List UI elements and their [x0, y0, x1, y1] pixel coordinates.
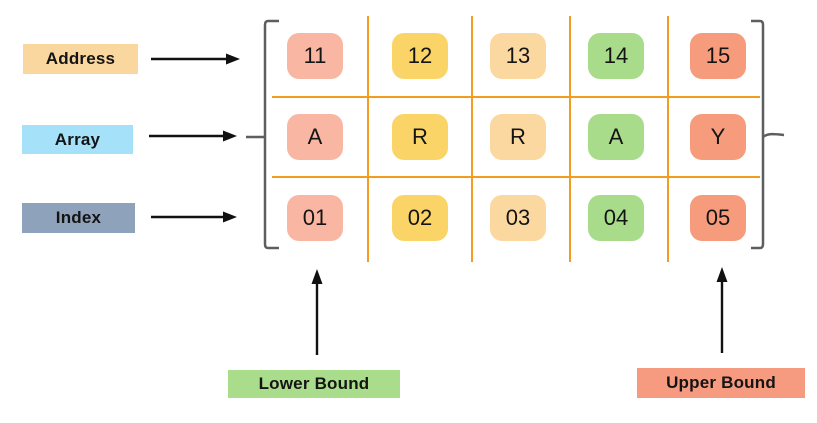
- cell-address-3: 13: [490, 33, 546, 79]
- index-arrowhead: [223, 211, 237, 223]
- right-bracket: [751, 19, 765, 250]
- label-index: Index: [22, 203, 135, 233]
- cell-array-4: A: [588, 114, 644, 160]
- cell-address-5: 15: [690, 33, 746, 79]
- right-bracket-tick: [762, 132, 785, 139]
- label-array: Array: [22, 125, 133, 154]
- cell-index-2: 02: [392, 195, 448, 241]
- cell-array-2: R: [392, 114, 448, 160]
- upper-bound-arrowhead: [716, 267, 728, 282]
- array-arrowhead: [223, 130, 237, 142]
- cell-address-4: 14: [588, 33, 644, 79]
- label-upper-bound: Upper Bound: [637, 368, 805, 398]
- lower-bound-arrowhead: [311, 269, 323, 284]
- cell-address-1: 11: [287, 33, 343, 79]
- cell-index-3: 03: [490, 195, 546, 241]
- label-address: Address: [23, 44, 138, 74]
- cell-index-1: 01: [287, 195, 343, 241]
- cell-index-4: 04: [588, 195, 644, 241]
- left-bracket: [263, 19, 279, 250]
- cell-array-5: Y: [690, 114, 746, 160]
- address-arrowhead: [226, 53, 240, 65]
- cell-array-1: A: [287, 114, 343, 160]
- cell-index-5: 05: [690, 195, 746, 241]
- cell-array-3: R: [490, 114, 546, 160]
- label-lower-bound: Lower Bound: [228, 370, 400, 398]
- cell-address-2: 12: [392, 33, 448, 79]
